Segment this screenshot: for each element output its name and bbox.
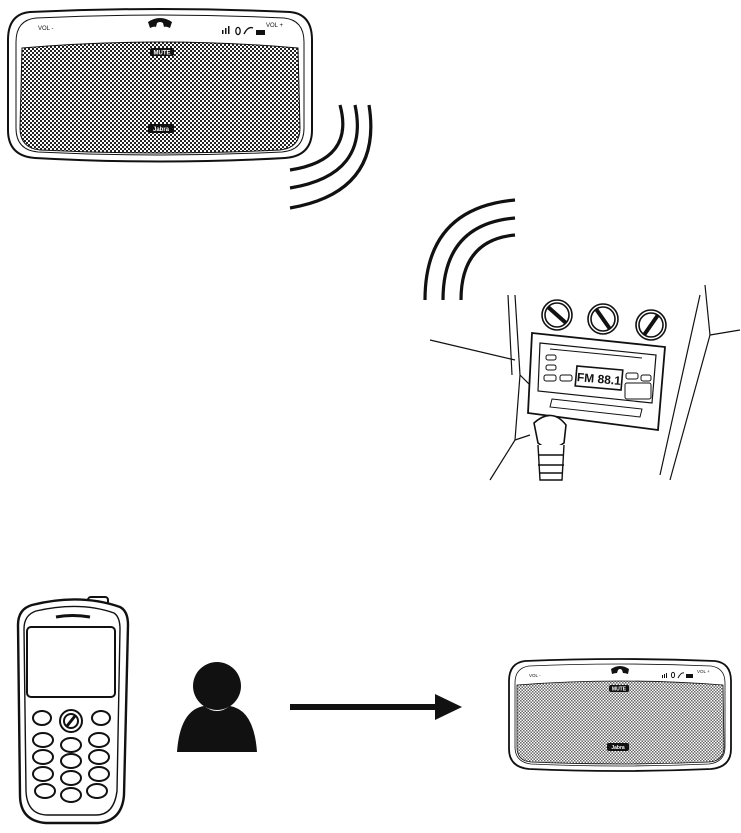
vol-plus-label: VOL + xyxy=(266,23,283,29)
battery-icon xyxy=(686,674,693,678)
speakerphone-top: VOL - VOL + MUTE Jabra xyxy=(0,0,320,170)
keypad xyxy=(32,732,110,803)
radio-display: FM 88.1 xyxy=(576,370,621,388)
signal-icon xyxy=(222,26,230,34)
speaker-grille xyxy=(516,680,725,765)
vol-minus-label: VOL - xyxy=(38,26,53,32)
climate-knobs xyxy=(541,299,667,341)
vol-minus-label: VOL - xyxy=(529,673,541,678)
mute-button-label: MUTE xyxy=(612,687,627,693)
status-icons xyxy=(662,671,693,679)
phone-small-icon xyxy=(677,672,685,679)
mobile-phone xyxy=(10,595,135,827)
speakerphone-bottom: VOL - VOL + MUTE Jabra xyxy=(505,655,735,775)
radio-waves-icon xyxy=(415,190,525,310)
arrow-right-icon xyxy=(290,692,465,722)
brand-label: Jabra xyxy=(611,745,625,751)
person-icon xyxy=(172,658,262,758)
phone-handset-icon xyxy=(611,666,629,674)
status-icons xyxy=(222,26,265,36)
bluetooth-icon xyxy=(670,671,676,679)
car-radio: FM 88.1 xyxy=(527,332,666,432)
speaker-grille xyxy=(19,41,301,154)
gear-shift xyxy=(533,414,567,481)
phone-small-icon xyxy=(243,26,254,35)
signal-icon xyxy=(662,673,667,678)
battery-icon xyxy=(256,30,265,35)
radio-waves-icon xyxy=(285,100,385,220)
phone-handset-icon xyxy=(148,18,172,28)
mute-button-label: MUTE xyxy=(154,51,171,57)
car-dashboard: FM 88.1 xyxy=(420,275,741,485)
vol-plus-label: VOL + xyxy=(697,669,710,674)
brand-label: Jabra xyxy=(153,127,170,133)
bluetooth-icon xyxy=(235,26,241,36)
